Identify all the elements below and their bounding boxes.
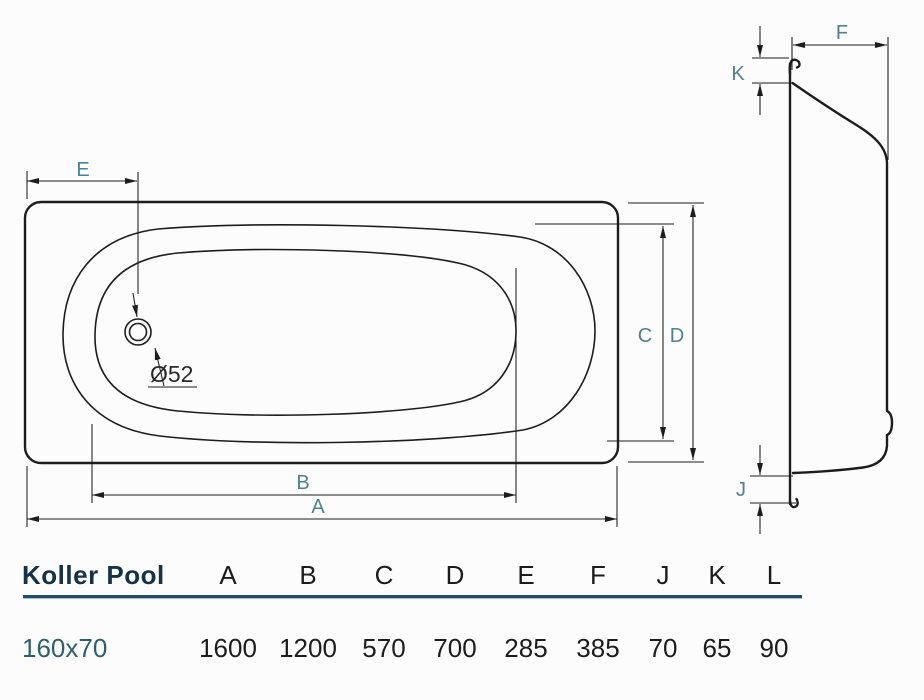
value-b: 1200 (279, 633, 337, 663)
value-c: 570 (362, 633, 406, 663)
dim-B: B (91, 268, 517, 503)
column-header-b: B (299, 560, 317, 590)
dim-D: D (628, 202, 704, 463)
value-d: 700 (433, 633, 477, 663)
top-view: Ø52 E B A (23, 159, 704, 527)
size-label: 160x70 (22, 633, 108, 663)
column-header-e: E (517, 560, 535, 590)
column-header-d: D (445, 560, 465, 590)
dim-label-j: J (736, 479, 746, 501)
technical-drawing: Ø52 E B A (23, 22, 894, 534)
dim-E: E (26, 159, 137, 199)
value-e: 285 (504, 633, 548, 663)
dim-label-a: A (311, 496, 325, 518)
dim-C: C (535, 223, 674, 442)
tub-rim-contour (62, 224, 596, 444)
dim-label-b: B (296, 472, 309, 494)
value-l: 90 (759, 633, 789, 663)
dim-A: A (26, 466, 618, 527)
side-view: F K J (731, 22, 894, 534)
dim-J: J (736, 445, 796, 534)
drain-inner-circle (128, 322, 148, 342)
side-front-profile (791, 81, 894, 475)
dim-label-d: D (670, 325, 684, 347)
dim-label-c: C (638, 325, 652, 347)
tub-floor-contour (94, 248, 517, 416)
column-header-k: K (708, 560, 726, 590)
value-k: 65 (702, 633, 732, 663)
column-header-a: A (219, 560, 237, 590)
drain-diameter-label: Ø52 (150, 361, 193, 387)
side-rim-hook (788, 58, 801, 76)
column-header-j: J (656, 560, 670, 590)
dim-label-f: F (836, 22, 848, 44)
side-foot (788, 497, 799, 509)
dim-label-e: E (76, 159, 89, 181)
column-header-f: F (590, 560, 606, 590)
value-f: 385 (576, 633, 620, 663)
drain-leader (132, 172, 197, 388)
value-j: 70 (648, 633, 678, 663)
brand-name: Koller Pool (22, 560, 165, 590)
dim-K: K (731, 26, 791, 115)
drain-outer-circle (124, 318, 152, 346)
column-header-c: C (374, 560, 394, 590)
dim-F: F (791, 22, 889, 160)
dim-label-k: K (731, 63, 745, 85)
tub-outer-edge (23, 200, 620, 465)
column-header-l: L (766, 560, 782, 590)
header-rule (23, 595, 802, 599)
value-a: 1600 (199, 633, 257, 663)
